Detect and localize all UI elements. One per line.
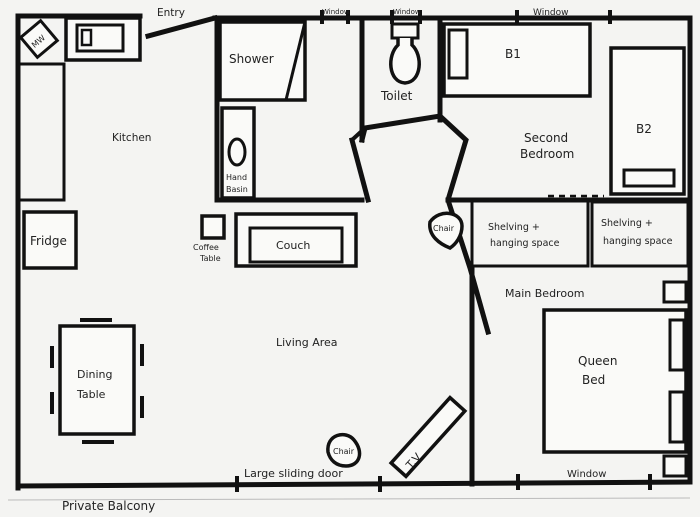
queen-bed-pillow-2: [668, 390, 686, 444]
label-coffee-table-2: Table: [199, 254, 221, 263]
outer-walls: [15, 13, 693, 491]
bed-b2-pillow: [622, 168, 676, 188]
label-hand-basin-1: Hand: [226, 173, 247, 182]
label-second-bedroom-1: Second: [524, 131, 568, 145]
label-hand-basin-2: Basin: [226, 185, 248, 194]
label-shelving-right-1: Shelving +: [601, 218, 653, 229]
couch: [234, 212, 358, 268]
label-window-top-left: Window: [322, 8, 350, 16]
label-living-area: Living Area: [276, 336, 338, 349]
label-shelving-left-2: hanging space: [490, 238, 560, 249]
label-shower: Shower: [229, 52, 274, 66]
bed-b1-pillow: [447, 28, 469, 80]
dining-chairs: [50, 318, 144, 444]
basin-bowl: [227, 137, 247, 167]
label-second-bedroom-2: Bedroom: [520, 147, 574, 161]
dining-table: [58, 324, 136, 436]
door-swing-hall: [350, 126, 367, 142]
shower: [218, 20, 307, 102]
label-chair-bottom: Chair: [333, 447, 355, 456]
tv: [388, 395, 468, 479]
label-sliding-door: Large sliding door: [244, 467, 343, 480]
label-coffee-table-1: Coffee: [193, 243, 219, 252]
microwave: [18, 18, 60, 60]
label-bed-b1: B1: [505, 47, 521, 61]
hand-basin: [220, 106, 256, 200]
label-window-bottom: Window: [567, 469, 606, 480]
label-window-top-right: Window: [533, 8, 569, 18]
nightstand-top: [662, 280, 688, 304]
couch-seat: [248, 226, 344, 264]
label-main-bedroom: Main Bedroom: [505, 287, 585, 300]
label-window-top-mid: Window: [393, 8, 421, 16]
label-shelving-left-1: Shelving +: [488, 222, 540, 233]
queen-bed-pillow-1: [668, 318, 686, 372]
toilet: [389, 22, 421, 85]
label-shelving-right-2: hanging space: [603, 236, 673, 247]
nightstand-bottom: [662, 454, 688, 478]
kitchen-counter: [20, 62, 66, 202]
fridge: [22, 210, 78, 270]
balcony-edge: [7, 497, 691, 501]
queen-bed: [542, 308, 688, 454]
shower-door: [284, 21, 307, 101]
window-ticks: [235, 10, 652, 492]
stove-burner-panel: [75, 23, 125, 53]
label-chair-top: Chair: [433, 224, 455, 233]
label-toilet: Toilet: [380, 89, 413, 103]
label-queen-bed-1: Queen: [578, 354, 617, 368]
coffee-table: [200, 214, 226, 240]
chair-bottom: [326, 432, 362, 468]
label-dining-table-1: Dining: [77, 368, 113, 381]
bathroom-walls: [214, 17, 443, 203]
label-couch: Couch: [276, 239, 310, 252]
label-entry: Entry: [157, 7, 185, 19]
label-dining-table-2: Table: [76, 388, 106, 401]
chair-top: [428, 211, 464, 250]
label-fridge: Fridge: [30, 234, 67, 248]
label-kitchen: Kitchen: [112, 132, 151, 144]
hall-wall-left: [348, 136, 372, 204]
label-bed-b2: B2: [636, 122, 652, 136]
stove-knob: [80, 28, 93, 47]
label-queen-bed-2: Bed: [582, 373, 605, 387]
label-balcony: Private Balcony: [62, 499, 155, 513]
